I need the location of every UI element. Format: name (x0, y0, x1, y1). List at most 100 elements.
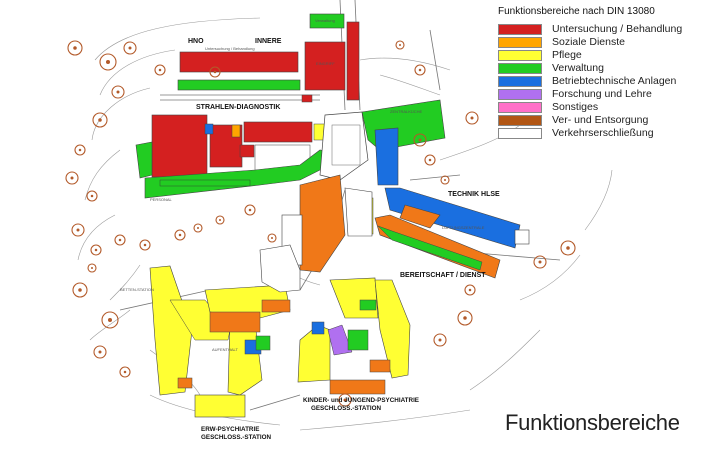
label-kinder-line2: GESCHLOSS.-STATION (310, 405, 382, 412)
tree-trunk (108, 318, 112, 322)
legend-label: Sonstiges (552, 101, 599, 113)
legend-item: Forschung und Lehre (498, 88, 708, 101)
tree-symbol (533, 255, 547, 269)
legend-swatch (498, 50, 542, 61)
tree-trunk (418, 68, 422, 72)
tree-trunk (468, 288, 472, 292)
tree-trunk (444, 179, 446, 181)
legend-item: Soziale Dienste (498, 36, 708, 49)
legend-label: Verwaltung (552, 62, 604, 74)
legend-swatch (498, 63, 542, 74)
tree-symbol (424, 154, 436, 166)
tree-trunk (178, 233, 182, 237)
tree-trunk (118, 238, 122, 242)
tree-trunk (123, 370, 127, 374)
tree-symbol (99, 53, 117, 71)
legend-swatch (498, 128, 542, 139)
central-corridor (319, 111, 369, 181)
tree-trunk (70, 176, 74, 180)
label-erw-line2: GESCHLOSS.-STATION (201, 434, 272, 441)
tree-symbol (71, 223, 85, 237)
tree-trunk (98, 350, 102, 354)
tree-trunk (73, 46, 77, 50)
label-technik-hlse: TECHNIK HLSE (448, 191, 500, 198)
tree-symbol (413, 133, 427, 147)
tree-symbol (267, 233, 277, 243)
label-lueftungszentrale: LÜFTUNGSZENTRALE (442, 225, 485, 230)
legend-item: Verkehrserschließung (498, 127, 708, 140)
label-kinder-line1: KINDER- und JUNGEND-PSYCHIATRIE (302, 397, 420, 404)
tree-trunk (78, 288, 82, 292)
tree-symbol (111, 85, 125, 99)
legend-label: Forschung und Lehre (552, 88, 652, 100)
tree-trunk (418, 138, 422, 142)
tree-trunk (128, 46, 132, 50)
legend-swatch (498, 115, 542, 126)
tree-symbol (414, 64, 426, 76)
legend-swatch (498, 76, 542, 87)
label-eingriff: EINGRIFF (316, 61, 335, 66)
tree-symbol (90, 244, 102, 256)
tree-symbol (174, 229, 186, 241)
label-aufenthalt: AUFENTHALT (212, 347, 238, 352)
legend-swatch (498, 102, 542, 113)
tree-trunk (219, 219, 221, 221)
legend-title: Funktionsbereiche nach DIN 13080 (498, 6, 655, 17)
tree-trunk (343, 398, 347, 402)
tree-symbol (193, 223, 203, 233)
tree-symbol (338, 393, 352, 407)
tree-symbol (209, 66, 221, 78)
tree-symbol (154, 64, 166, 76)
legend-label: Verkehrserschließung (552, 127, 654, 139)
tree-symbol (114, 234, 126, 246)
tree-trunk (438, 338, 442, 342)
tree-symbol (395, 40, 405, 50)
label-untersuchung-small: Untersuchung / Behandlung (205, 46, 255, 51)
legend-item: Pflege (498, 49, 708, 62)
tree-symbol (457, 310, 473, 326)
label-verwaltung-small: Verwaltung (315, 18, 335, 23)
tree-symbol (65, 171, 79, 185)
tree-symbol (92, 112, 108, 128)
tree-trunk (538, 260, 542, 264)
legend-item: Verwaltung (498, 62, 708, 75)
tree-symbol (93, 345, 107, 359)
legend-item: Sonstiges (498, 101, 708, 114)
tree-trunk (248, 208, 252, 212)
tree-trunk (143, 243, 147, 247)
legend-swatch (498, 24, 542, 35)
label-erw-line1: ERW-PSYCHIATRIE (201, 426, 260, 433)
tree-trunk (428, 158, 432, 162)
block-technik (374, 127, 530, 249)
tree-symbol (119, 366, 131, 378)
tree-trunk (197, 227, 199, 229)
legend-label: Soziale Dienste (552, 36, 625, 48)
label-innere: INNERE (255, 38, 282, 45)
tree-symbol (465, 111, 479, 125)
page-title: Funktionsbereiche (505, 410, 680, 435)
legend-label: Betriebtechnische Anlagen (552, 75, 677, 87)
tree-trunk (116, 90, 120, 94)
label-strahlen-diagnostik: STRAHLEN-DIAGNOSTIK (196, 104, 281, 111)
tree-symbol (560, 240, 576, 256)
tree-symbol (244, 204, 256, 216)
tree-symbol (67, 40, 83, 56)
tree-trunk (158, 68, 162, 72)
label-bereitschaft-dienst: BEREITSCHAFT / DIENST (400, 272, 486, 279)
tree-symbol (215, 215, 225, 225)
tree-symbol (101, 311, 119, 329)
block-zentralkueche (361, 99, 446, 151)
block-north (177, 13, 360, 103)
tree-symbol (433, 333, 447, 347)
tree-trunk (566, 246, 570, 250)
tree-trunk (399, 44, 401, 46)
block-strahlen (135, 114, 331, 199)
legend-item: Untersuchung / Behandlung (498, 23, 708, 36)
block-kinder (297, 277, 411, 395)
tree-symbol (464, 284, 476, 296)
block-central (281, 174, 373, 273)
tree-trunk (213, 70, 217, 74)
tree-symbol (87, 263, 97, 273)
